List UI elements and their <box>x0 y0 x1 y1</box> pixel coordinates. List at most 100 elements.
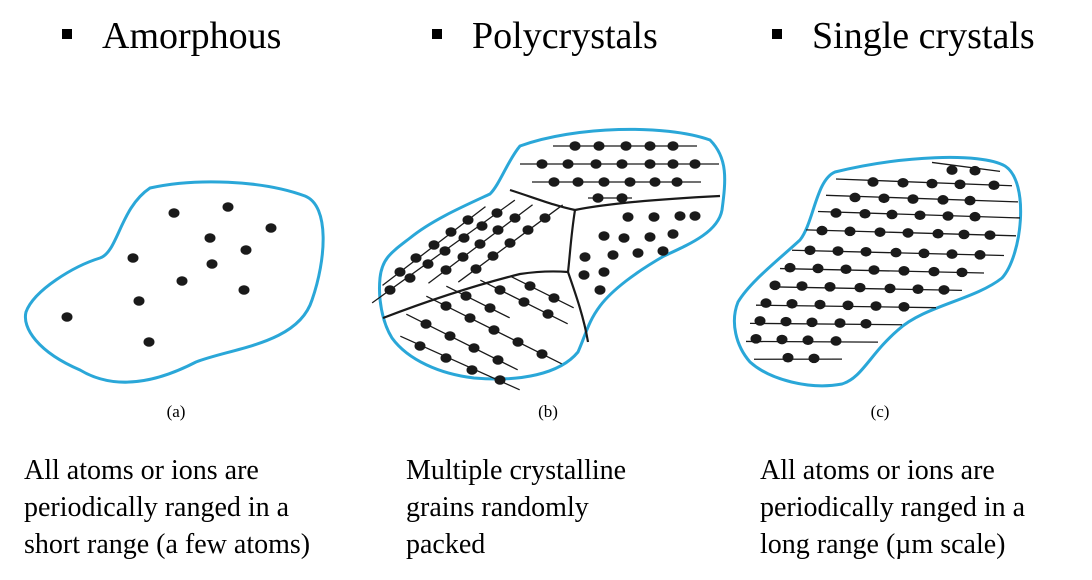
atom <box>204 233 216 243</box>
atom <box>786 298 798 309</box>
atom <box>579 252 591 262</box>
atom <box>842 300 854 311</box>
atom <box>620 141 632 151</box>
atom <box>422 259 434 269</box>
atom <box>206 259 218 269</box>
atom <box>176 276 188 286</box>
atom <box>840 264 852 275</box>
atom <box>657 246 669 256</box>
atom <box>466 365 478 375</box>
atom <box>907 194 919 204</box>
atom <box>854 282 866 293</box>
atom <box>946 249 958 259</box>
atom <box>937 195 949 205</box>
atom <box>572 177 584 187</box>
single-crystal-panel <box>732 155 1023 388</box>
atom <box>870 301 882 311</box>
atom <box>938 285 950 295</box>
polycrystals-panel <box>371 127 727 391</box>
atom <box>874 227 886 237</box>
atom <box>964 195 976 206</box>
caption-polycrystals: Multiple crystalline grains randomly pac… <box>406 455 627 560</box>
heading-single-crystals-text: Single crystals <box>812 15 1035 57</box>
atom <box>867 177 879 187</box>
atom <box>592 193 604 203</box>
atom <box>460 291 472 301</box>
atom <box>860 318 872 329</box>
panel-label-a: (a) <box>166 402 186 421</box>
bullet-square-icon <box>432 29 442 39</box>
atom <box>440 353 452 363</box>
atom <box>956 267 968 278</box>
atom <box>492 225 504 235</box>
atom <box>440 301 452 311</box>
amorphous-atoms <box>61 202 277 347</box>
atom <box>814 299 826 310</box>
atom <box>624 177 636 187</box>
atom <box>518 297 530 307</box>
atom <box>769 280 781 291</box>
atom <box>133 296 145 306</box>
atom <box>988 180 1000 191</box>
single-crystal-lattice-lines <box>745 161 1021 360</box>
atom <box>832 246 844 256</box>
lattice-line <box>510 275 574 309</box>
amorphous-panel <box>23 180 325 384</box>
caption-amorphous: All atoms or ions are periodically range… <box>24 455 311 560</box>
atom <box>689 211 701 221</box>
atom <box>492 355 504 365</box>
atom <box>622 212 634 222</box>
atom <box>932 228 944 239</box>
atom <box>562 159 574 169</box>
atom <box>878 193 890 204</box>
atom <box>830 208 842 218</box>
atom <box>457 252 469 262</box>
atom <box>914 210 926 221</box>
atom <box>404 273 416 283</box>
atom <box>539 213 551 223</box>
atom <box>898 266 910 276</box>
atom <box>776 334 788 345</box>
single-crystal-atoms <box>750 165 1000 364</box>
atom <box>238 285 250 295</box>
atom <box>830 336 842 346</box>
atom <box>222 202 234 212</box>
atom <box>671 177 683 187</box>
atom <box>804 245 816 256</box>
atom <box>667 141 679 151</box>
atom <box>593 141 605 151</box>
atom <box>548 177 560 187</box>
atom <box>816 225 828 236</box>
atom <box>689 159 701 169</box>
polycrystals-outline <box>378 127 727 381</box>
atom <box>428 240 440 250</box>
atom <box>470 264 482 274</box>
atom <box>754 316 766 326</box>
atom <box>667 229 679 239</box>
atom <box>808 353 820 364</box>
atom <box>143 337 155 347</box>
atom <box>780 316 792 327</box>
atom <box>902 228 914 238</box>
bullet-square-icon <box>62 29 72 39</box>
atom <box>464 313 476 323</box>
atom <box>522 225 534 235</box>
atom <box>394 267 406 277</box>
heading-amorphous: Amorphous <box>62 12 281 60</box>
atom <box>928 266 940 277</box>
atom <box>410 253 422 263</box>
atom <box>384 285 396 295</box>
atom <box>969 165 981 176</box>
atom <box>812 263 824 274</box>
atom <box>912 284 924 294</box>
atom <box>806 317 818 328</box>
atom <box>512 337 524 347</box>
atom <box>918 248 930 259</box>
atom <box>644 141 656 151</box>
lattice-line <box>749 322 903 326</box>
atom <box>598 231 610 241</box>
amorphous-outline <box>23 180 325 384</box>
atom <box>484 303 496 313</box>
atom <box>616 193 628 203</box>
